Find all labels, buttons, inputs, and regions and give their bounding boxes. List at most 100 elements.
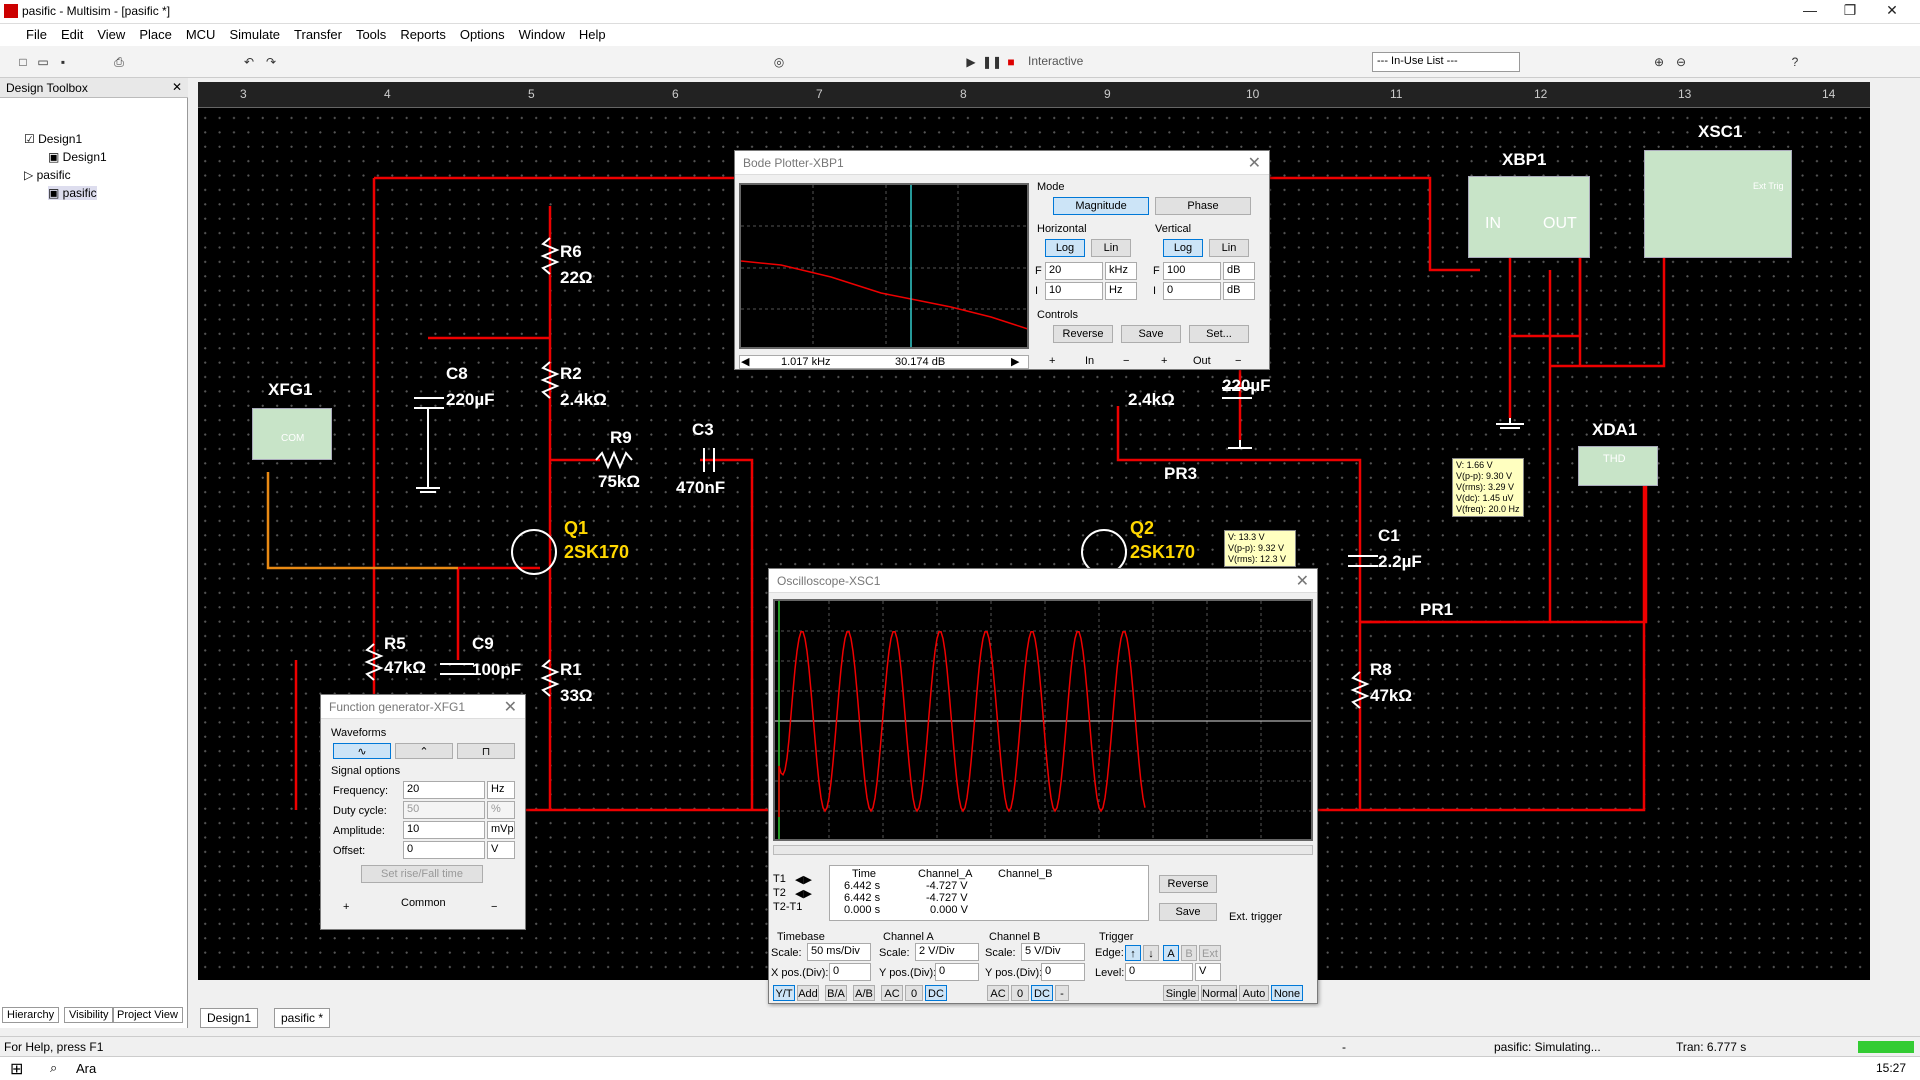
scope-reverse-button[interactable]: Reverse [1159,875,1217,893]
channel-b-dash-button[interactable]: - [1055,985,1069,1001]
timebase-scale-input[interactable]: 50 ms/Div [807,943,871,961]
tab-visibility[interactable]: Visibility [64,1007,114,1023]
help-icon[interactable]: ? [1791,55,1799,69]
channel-b-ac-button[interactable]: AC [987,985,1009,1001]
open-icon[interactable]: ▭ [37,55,49,69]
menu-reports[interactable]: Reports [400,27,446,42]
bode-cursor-left-icon[interactable]: ◀ [741,356,750,368]
bode-v-lin-button[interactable]: Lin [1209,239,1249,257]
bode-v-final-unit[interactable]: dB [1223,262,1255,280]
tab-pasific[interactable]: pasific * [274,1008,331,1028]
windows-start-icon[interactable]: ⊞ [10,1061,24,1078]
channel-b-zero-button[interactable]: 0 [1011,985,1029,1001]
bode-phase-button[interactable]: Phase [1155,197,1251,215]
run-icon[interactable]: ▶ [966,55,976,69]
bode-h-initial-input[interactable]: 10 [1045,282,1103,300]
tab-hierarchy[interactable]: Hierarchy [2,1007,60,1023]
bode-magnitude-button[interactable]: Magnitude [1053,197,1149,215]
fgen-frequency-unit[interactable]: Hz [487,781,515,799]
scope-ba-button[interactable]: B/A [825,985,847,1001]
probe-icon[interactable]: ◎ [773,55,785,69]
tree-design1[interactable]: ☑ Design1 [24,132,83,146]
channel-a-zero-button[interactable]: 0 [905,985,923,1001]
bode-h-initial-unit[interactable]: Hz [1105,282,1137,300]
scope-scrollbar[interactable] [773,845,1313,855]
tab-project-view[interactable]: Project View [112,1007,183,1023]
redo-icon[interactable]: ↷ [265,55,277,69]
fgen-offset-input[interactable]: 0 [403,841,485,859]
bode-plotter-window[interactable]: Bode Plotter-XBP1✕ ◀ 1.017 kHz 30.174 dB… [734,150,1270,370]
channel-b-ypos-input[interactable]: 0 [1041,963,1085,981]
timebase-xpos-input[interactable]: 0 [829,963,871,981]
bode-plotter-instrument[interactable]: IN OUT [1468,176,1590,258]
bode-v-final-input[interactable]: 100 [1163,262,1221,280]
menu-edit[interactable]: Edit [60,27,84,42]
channel-a-dc-button[interactable]: DC [925,985,947,1001]
fgen-rise-fall-button[interactable]: Set rise/Fall time [361,865,483,883]
menu-tools[interactable]: Tools [355,27,387,42]
in-use-list-select[interactable]: --- In-Use List --- [1372,52,1520,72]
function-generator-window[interactable]: Function generator-XFG1✕ Waveforms ∿ ⌃ ⊓… [320,694,526,930]
taskbar-search[interactable]: Ara [76,1061,97,1076]
trigger-source-ext-button[interactable]: Ext [1199,945,1221,961]
bode-h-final-input[interactable]: 20 [1045,262,1103,280]
fgen-frequency-input[interactable]: 20 [403,781,485,799]
fgen-amplitude-unit[interactable]: mVp [487,821,515,839]
menu-place[interactable]: Place [139,27,172,42]
trigger-rising-edge-icon[interactable]: ↑ [1125,945,1141,961]
tree-design1-sheet[interactable]: ▣ Design1 [48,150,107,164]
channel-a-ac-button[interactable]: AC [881,985,903,1001]
trigger-level-input[interactable]: 0 [1125,963,1193,981]
menu-window[interactable]: Window [518,27,565,42]
menu-mcu[interactable]: MCU [185,27,216,42]
print-icon[interactable]: ⎙ [114,55,124,69]
trigger-none-button[interactable]: None [1271,985,1303,1001]
taskbar-search-icon[interactable]: ⌕ [50,1060,58,1075]
bode-cursor-right-icon[interactable]: ▶ [1011,356,1020,368]
trigger-normal-button[interactable]: Normal [1201,985,1237,1001]
distortion-analyzer-instrument[interactable]: THD [1578,446,1658,486]
bode-close-icon[interactable]: ✕ [1247,155,1261,172]
oscilloscope-window[interactable]: Oscilloscope-XSC1✕ T1 T2 T2-T1 ◀▶ ◀▶ Tim… [768,568,1318,1004]
toolbox-close-icon[interactable]: ✕ [172,80,183,94]
menu-view[interactable]: View [97,27,126,42]
scope-display[interactable] [773,599,1313,841]
trigger-source-b-button[interactable]: B [1181,945,1197,961]
bode-h-lin-button[interactable]: Lin [1091,239,1131,257]
menu-help[interactable]: Help [578,27,606,42]
close-button[interactable]: ✕ [1886,2,1898,18]
bode-v-log-button[interactable]: Log [1163,239,1203,257]
pause-icon[interactable]: ❚❚ [982,55,1003,69]
undo-icon[interactable]: ↶ [243,55,255,69]
tab-design1[interactable]: Design1 [200,1008,259,1028]
scope-add-button[interactable]: Add [797,985,819,1001]
tree-pasific-sheet[interactable]: ▣ pasific [48,186,97,200]
scope-yt-button[interactable]: Y/T [773,985,795,1001]
trigger-falling-edge-icon[interactable]: ↓ [1143,945,1159,961]
bode-h-final-unit[interactable]: kHz [1105,262,1137,280]
menu-transfer[interactable]: Transfer [294,27,342,42]
fgen-close-icon[interactable]: ✕ [503,699,517,716]
scope-ab-button[interactable]: A/B [853,985,875,1001]
bode-v-initial-input[interactable]: 0 [1163,282,1221,300]
fgen-offset-unit[interactable]: V [487,841,515,859]
t2-arrows-icon[interactable]: ◀▶ [795,888,812,900]
trigger-source-a-button[interactable]: A [1163,945,1179,961]
trigger-level-unit[interactable]: V [1195,963,1221,981]
zoom-out-icon[interactable]: ⊖ [1675,55,1687,69]
bode-plot[interactable] [739,183,1029,349]
minimize-button[interactable]: — [1803,2,1817,18]
scope-save-button[interactable]: Save [1159,903,1217,921]
fgen-square-button[interactable]: ⊓ [457,743,515,759]
menu-file[interactable]: File [26,27,47,42]
bode-save-button[interactable]: Save [1121,325,1181,343]
stop-icon[interactable]: ■ [1007,55,1015,69]
oscilloscope-instrument[interactable]: Ext Trig [1644,150,1792,258]
menu-simulate[interactable]: Simulate [229,27,281,42]
t1-arrows-icon[interactable]: ◀▶ [795,874,812,886]
channel-b-dc-button[interactable]: DC [1031,985,1053,1001]
fgen-sine-button[interactable]: ∿ [333,743,391,759]
trigger-single-button[interactable]: Single [1163,985,1199,1001]
bode-h-log-button[interactable]: Log [1045,239,1085,257]
channel-a-ypos-input[interactable]: 0 [935,963,979,981]
